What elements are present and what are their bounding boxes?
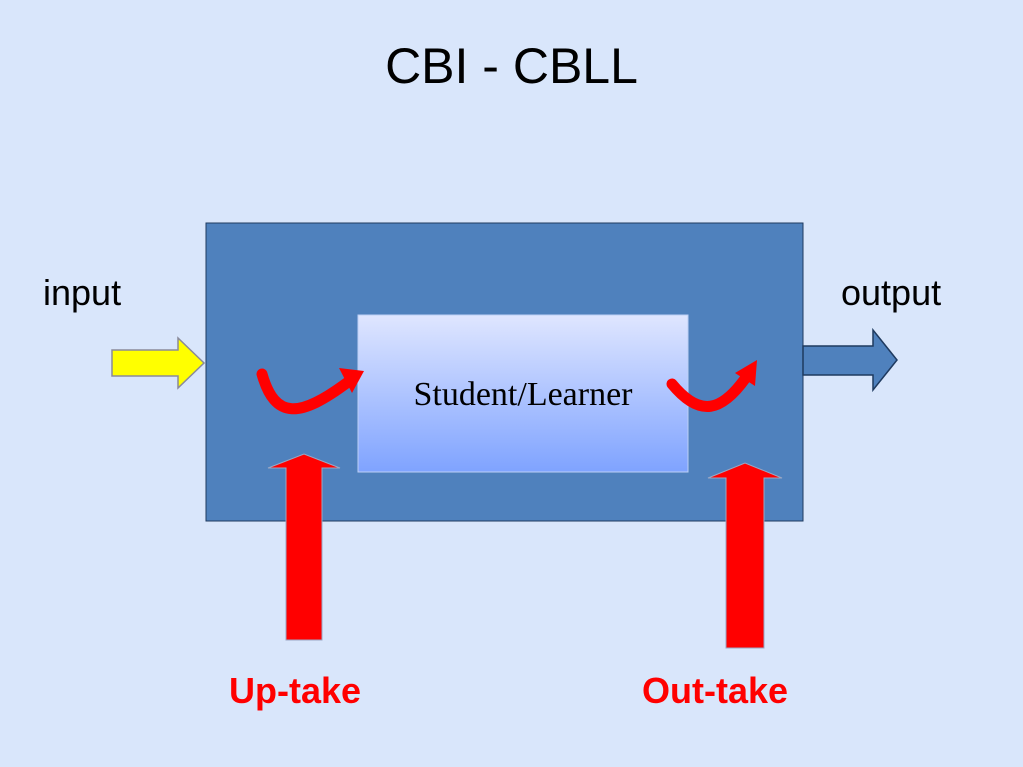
outtake-curved-arrow <box>666 370 753 412</box>
uptake-curved-arrow <box>256 368 354 415</box>
student-learner-box <box>357 314 689 473</box>
input-arrow <box>111 336 206 390</box>
output-label: output <box>841 272 942 313</box>
uptake-vertical-arrow <box>267 453 341 641</box>
student-learner-label: Student/Learner <box>413 376 633 413</box>
outtake-curved-arrowhead <box>735 360 757 386</box>
slide-title: CBI - CBLL <box>385 38 638 94</box>
uptake-curved-arrowhead <box>339 368 364 393</box>
uptake-label: Up-take <box>229 670 362 711</box>
output-arrow <box>802 327 898 393</box>
outtake-vertical-arrow <box>707 462 783 649</box>
outtake-label: Out-take <box>642 670 789 711</box>
input-label: input <box>43 272 122 313</box>
